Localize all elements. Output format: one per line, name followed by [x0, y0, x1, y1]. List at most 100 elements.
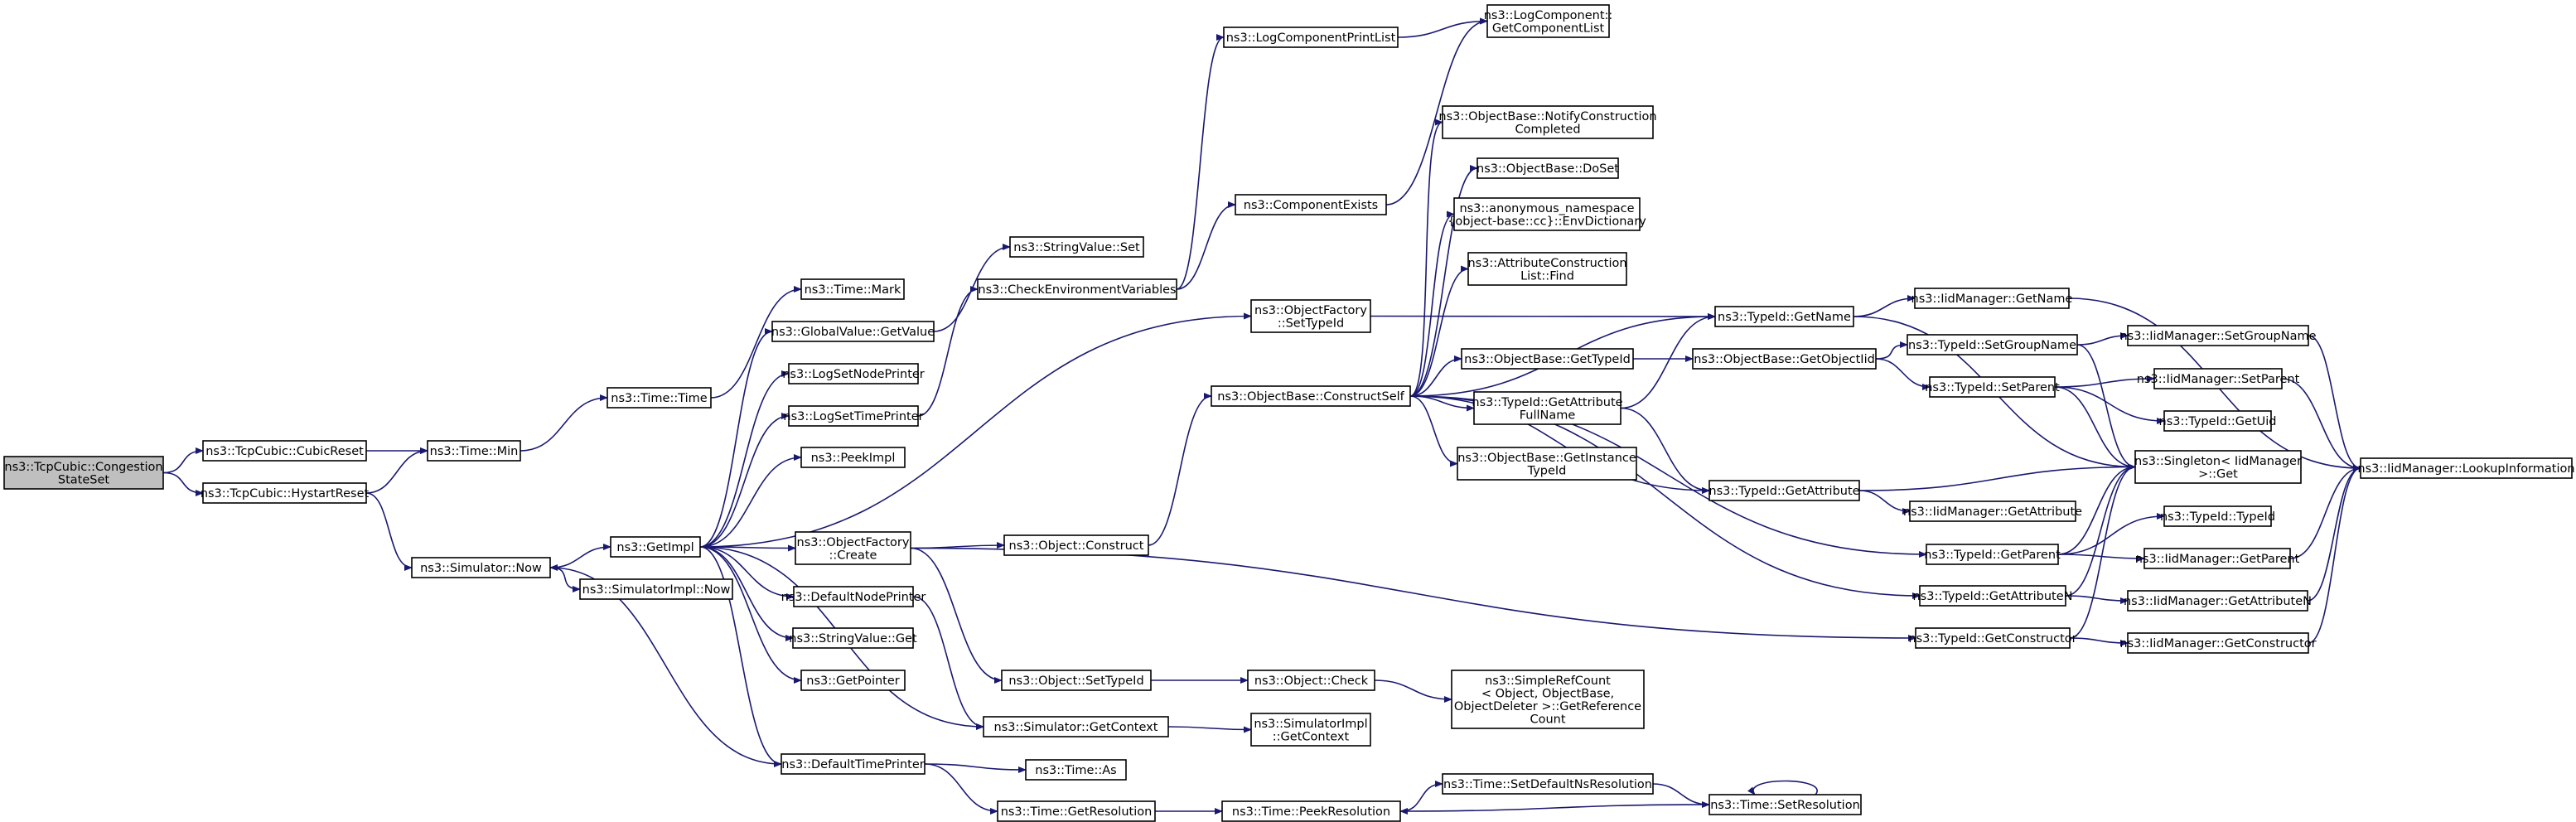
- node-typeidsetparent[interactable]: ns3::TypeId::SetParent: [1925, 376, 2060, 398]
- node-box: [1221, 800, 1401, 822]
- node-getobjectiid[interactable]: ns3::ObjectBase::GetObjectIid: [1692, 348, 1877, 370]
- node-box: [1461, 348, 1634, 370]
- edge-iidgetparent-to-lookup: [2289, 465, 2361, 559]
- node-box: [1476, 157, 1619, 179]
- node-constructself[interactable]: ns3::ObjectBase::ConstructSelf: [1211, 385, 1411, 407]
- node-label: ns3::ObjectBase::ConstructSelf: [1217, 390, 1404, 404]
- node-typeidtypeid[interactable]: ns3::TypeId::TypeId: [2160, 505, 2275, 527]
- node-label: ns3::DefaultNodePrinter: [781, 591, 926, 604]
- node-setdefaultns[interactable]: ns3::Time::SetDefaultNsResolution: [1442, 773, 1654, 795]
- node-typeidgetparent[interactable]: ns3::TypeId::GetParent: [1924, 544, 2061, 565]
- node-logcompget[interactable]: ns3::LogComponent::GetComponentList: [1484, 4, 1613, 38]
- node-timetime[interactable]: ns3::Time::Time: [607, 387, 712, 409]
- node-box: [771, 321, 935, 342]
- edge-constructself-to-doset: [1409, 165, 1478, 397]
- node-lookup[interactable]: ns3::IidManager::LookupInformation: [2357, 457, 2575, 479]
- node-label: ns3::Time::Time: [611, 392, 708, 405]
- node-stringset[interactable]: ns3::StringValue::Set: [1009, 236, 1144, 258]
- node-getconstructor[interactable]: ns3::TypeId::GetConstructor: [1908, 627, 2077, 649]
- node-box: [411, 557, 551, 578]
- edge-getconstructor-to-iidgetconstructor: [2069, 637, 2129, 646]
- node-defaulttime[interactable]: ns3::DefaultTimePrinter: [781, 753, 926, 775]
- node-setgroupname[interactable]: ns3::TypeId::SetGroupName: [1907, 334, 2078, 355]
- node-timemark[interactable]: ns3::Time::Mark: [800, 278, 905, 300]
- node-simnow[interactable]: ns3::Simulator::Now: [411, 557, 551, 578]
- edge-typeidgetparent-to-typeidtypeid: [2057, 513, 2165, 555]
- node-objconstruct[interactable]: ns3::Object::Construct: [1003, 534, 1149, 556]
- edge-setgroupname-to-iidsetgroupname: [2076, 332, 2129, 346]
- node-envdict[interactable]: ns3::anonymous_namespace{object-base::cc…: [1447, 197, 1646, 231]
- node-label: GetComponentList: [1492, 22, 1605, 35]
- node-cubicreset[interactable]: ns3::TcpCubic::CubicReset: [202, 440, 367, 462]
- node-iidsetparent[interactable]: ns3::IidManager::SetParent: [2137, 368, 2300, 389]
- node-iidgetparent[interactable]: ns3::IidManager::GetParent: [2135, 548, 2300, 569]
- node-timegetres[interactable]: ns3::Time::GetResolution: [997, 800, 1156, 822]
- node-getattrn[interactable]: ns3::TypeId::GetAttributeN: [1912, 585, 2073, 607]
- node-simgetcontext[interactable]: ns3::Simulator::GetContext: [983, 716, 1169, 737]
- node-simimplnow[interactable]: ns3::SimulatorImpl::Now: [579, 578, 733, 600]
- node-logcompprint[interactable]: ns3::LogComponentPrintList: [1223, 27, 1399, 48]
- edge-getimpl-to-globalvalue: [699, 328, 773, 548]
- edge-getattrfullname-to-typeidgetattr: [1620, 407, 1710, 494]
- node-globalvalue[interactable]: ns3::GlobalValue::GetValue: [771, 321, 935, 342]
- node-label: ns3::ObjectFactory: [1254, 304, 1367, 317]
- node-defaultnode[interactable]: ns3::DefaultNodePrinter: [781, 586, 926, 607]
- node-objcheck[interactable]: ns3::Object::Check: [1247, 670, 1375, 691]
- node-objbasegettypeid[interactable]: ns3::ObjectBase::GetTypeId: [1461, 348, 1634, 370]
- node-label: ns3::Simulator::Now: [420, 562, 542, 575]
- node-logsettime[interactable]: ns3::LogSetTimePrinter: [783, 405, 924, 427]
- node-checkenv[interactable]: ns3::CheckEnvironmentVariables: [977, 278, 1177, 300]
- node-iidgetconstructor[interactable]: ns3::IidManager::GetConstructor: [2119, 632, 2317, 654]
- node-objsettypeid[interactable]: ns3::Object::SetTypeId: [1001, 670, 1152, 691]
- edge-getconstructor-to-singleton: [2069, 463, 2136, 639]
- node-objfactorysettypeid[interactable]: ns3::ObjectFactory::SetTypeId: [1250, 299, 1371, 333]
- node-getuid[interactable]: ns3::TypeId::GetUid: [2159, 410, 2277, 432]
- node-label: ns3::ObjectBase::DoSet: [1476, 162, 1619, 176]
- node-label: ns3::TypeId::SetGroupName: [1908, 339, 2076, 352]
- node-timeas[interactable]: ns3::Time::As: [1025, 759, 1127, 781]
- node-stringget[interactable]: ns3::StringValue::Get: [789, 627, 917, 649]
- node-typeidgetname[interactable]: ns3::TypeId::GetName: [1714, 306, 1854, 327]
- node-iidgetname[interactable]: ns3::IidManager::GetName: [1911, 288, 2073, 309]
- node-simimplgetcontext[interactable]: ns3::SimulatorImpl::GetContext: [1250, 713, 1371, 747]
- node-peekimpl[interactable]: ns3::PeekImpl: [800, 447, 906, 468]
- edge-objconstruct-to-constructself: [1148, 393, 1212, 546]
- edge-getimpl-to-logsettime: [699, 413, 790, 548]
- node-box: [1001, 670, 1152, 691]
- node-singleton[interactable]: ns3::Singleton< IidManager >::Get: [2134, 450, 2302, 484]
- edge-objcheck-to-simplerefcount: [1374, 679, 1452, 703]
- edge-typeidsetparent-to-getuid: [2054, 386, 2165, 424]
- node-simplerefcount[interactable]: ns3::SimpleRefCount< Object, ObjectBase,…: [1451, 670, 1645, 729]
- node-objfactorycreate[interactable]: ns3::ObjectFactory::Create: [795, 531, 911, 565]
- node-notifyconstruction[interactable]: ns3::ObjectBase::NotifyConstructionCompl…: [1438, 105, 1657, 139]
- node-compexists[interactable]: ns3::ComponentExists: [1235, 194, 1387, 215]
- node-doset[interactable]: ns3::ObjectBase::DoSet: [1476, 157, 1619, 179]
- edge-setgroupname-to-singleton: [2076, 344, 2136, 471]
- node-label: ns3::TypeId::GetConstructor: [1908, 632, 2076, 646]
- edge-timetime-to-timemark: [710, 286, 802, 399]
- node-box: [607, 387, 712, 409]
- node-getpointer[interactable]: ns3::GetPointer: [800, 670, 906, 691]
- node-getimpl[interactable]: ns3::GetImpl: [610, 536, 701, 558]
- node-logsetnode[interactable]: ns3::LogSetNodePrinter: [782, 363, 925, 384]
- node-hystart[interactable]: ns3::TcpCubic::HystartReset: [201, 482, 370, 504]
- edge-compexists-to-logcompget: [1385, 17, 1488, 206]
- edge-iidgetconstructor-to-lookup: [2308, 465, 2361, 644]
- node-iidgetattrn[interactable]: ns3::IidManager::GetAttributeN: [2124, 590, 2312, 612]
- node-setresolution[interactable]: ns3::Time::SetResolution: [1708, 794, 1862, 815]
- node-iidgetattr[interactable]: ns3::IidManager::GetAttribute: [1903, 500, 2082, 522]
- node-typeidgetattr[interactable]: ns3::TypeId::GetAttribute: [1708, 480, 1860, 501]
- node-timemin[interactable]: ns3::Time::Min: [427, 440, 521, 462]
- node-label: ns3::IidManager::LookupInformation: [2357, 462, 2574, 476]
- node-label: >::Get: [2198, 467, 2238, 481]
- edge-checkenv-to-compexists: [1176, 201, 1236, 290]
- node-iidsetgroupname[interactable]: ns3::IidManager::SetGroupName: [2119, 325, 2317, 346]
- edge-getattrfullname-to-typeidgetname: [1620, 313, 1716, 409]
- node-box: [1457, 447, 1637, 481]
- node-peekres[interactable]: ns3::Time::PeekResolution: [1221, 800, 1401, 822]
